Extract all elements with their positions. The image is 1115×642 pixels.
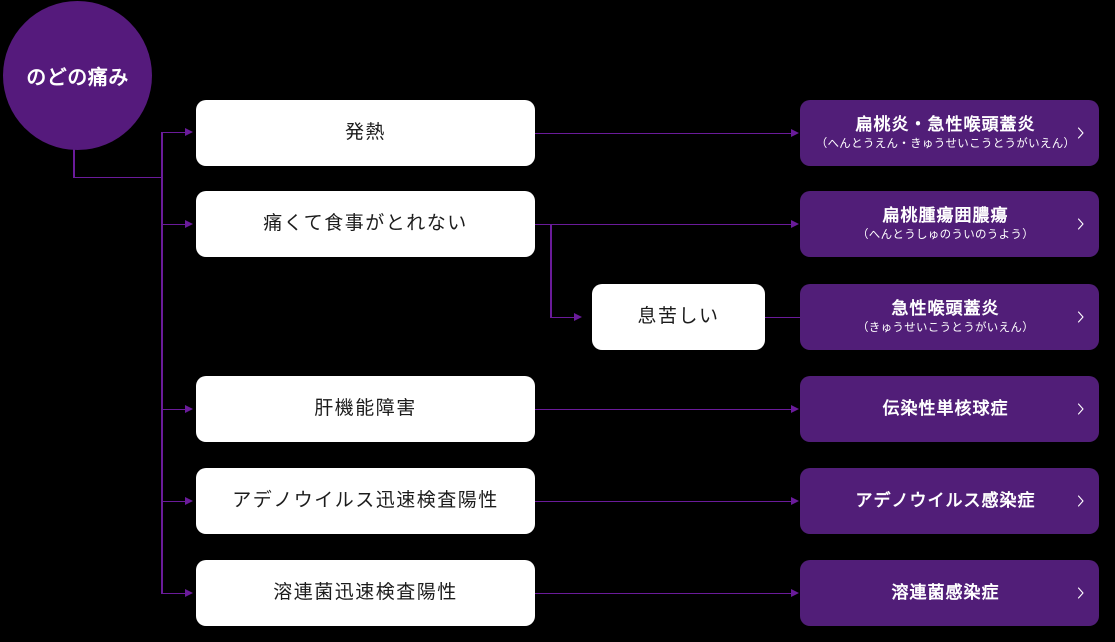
connector-breath-to-dx3 [765, 316, 801, 319]
connector-strep-to-dx6 [535, 592, 792, 595]
connector-eating-branch-vertical [550, 224, 552, 317]
symptom-label: 痛くて食事がとれない [263, 212, 468, 234]
chevron-right-icon [1076, 586, 1086, 600]
arrowhead-strep-to-dx6 [791, 588, 799, 597]
diagnosis-box-peritonsillar-abscess[interactable]: 扁桃腫瘍囲膿瘍 （へんとうしゅのういのうよう） [800, 191, 1099, 257]
diagnosis-reading: （へんとうしゅのういのうよう） [857, 229, 1034, 242]
diagnosis-reading: （へんとうえん・きゅうせいこうとうがいえん） [815, 138, 1076, 151]
connector-fever-to-dx1 [535, 132, 792, 135]
connector-root-stem-vertical [73, 149, 75, 178]
symptom-label: アデノウイルス迅速検査陽性 [232, 489, 499, 511]
diagnosis-reading: （きゅうせいこうとうがいえん） [857, 322, 1034, 335]
diagnosis-box-adenovirus-infection[interactable]: アデノウイルス感染症 [800, 468, 1099, 534]
diagnosis-title: 溶連菌感染症 [891, 583, 1000, 603]
chevron-right-icon [1076, 494, 1086, 508]
connector-eating-branch-to-breath [550, 316, 574, 319]
connector-root-stem-horizontal [73, 176, 162, 179]
connector-trunk-to-strep [161, 592, 185, 595]
diagnosis-box-tonsillitis-acute-epiglottitis[interactable]: 扁桃炎・急性喉頭蓋炎 （へんとうえん・きゅうせいこうとうがいえん） [800, 100, 1099, 166]
chevron-right-icon [1076, 402, 1086, 416]
connector-trunk-to-fever [161, 131, 185, 134]
symptom-label: 発熱 [344, 121, 386, 143]
connector-eating-to-dx2 [535, 223, 792, 226]
symptom-box-fever[interactable]: 発熱 [196, 100, 535, 166]
symptom-box-liver-dysfunction[interactable]: 肝機能障害 [196, 376, 535, 442]
arrowhead-adeno-to-dx5 [791, 496, 799, 505]
root-node-label: のどの痛み [26, 67, 129, 89]
symptom-label: 息苦しい [637, 305, 720, 327]
connector-trunk-to-eating [161, 223, 185, 226]
arrowhead-trunk-to-liver [185, 404, 193, 413]
diagnosis-title: 伝染性単核球症 [882, 399, 1009, 419]
root-node-sore-throat[interactable]: のどの痛み [3, 1, 152, 150]
connector-adeno-to-dx5 [535, 500, 792, 503]
arrowhead-branch-to-breath [574, 312, 582, 321]
connector-liver-to-dx4 [535, 408, 792, 411]
connector-main-trunk [161, 132, 163, 594]
chevron-right-icon [1076, 217, 1086, 231]
arrowhead-trunk-to-fever [185, 127, 193, 136]
symptom-label: 肝機能障害 [314, 397, 417, 419]
symptom-label: 溶連菌迅速検査陽性 [273, 581, 458, 603]
diagnosis-box-streptococcal-infection[interactable]: 溶連菌感染症 [800, 560, 1099, 626]
chevron-right-icon [1076, 126, 1086, 140]
chevron-right-icon [1076, 310, 1086, 324]
arrowhead-fever-to-dx1 [791, 128, 799, 137]
arrowhead-trunk-to-strep [185, 588, 193, 597]
arrowhead-liver-to-dx4 [791, 404, 799, 413]
diagnosis-title: 急性喉頭蓋炎 [891, 298, 1000, 318]
diagnosis-title: 扁桃腫瘍囲膿瘍 [882, 205, 1009, 225]
arrowhead-trunk-to-eating [185, 219, 193, 228]
symptom-box-strep-test-positive[interactable]: 溶連菌迅速検査陽性 [196, 560, 535, 626]
arrowhead-trunk-to-adeno [185, 496, 193, 505]
connector-trunk-to-adeno [161, 500, 185, 503]
symptom-box-cannot-eat[interactable]: 痛くて食事がとれない [196, 191, 535, 257]
diagnosis-title: アデノウイルス感染症 [855, 491, 1036, 511]
diagnosis-title: 扁桃炎・急性喉頭蓋炎 [855, 114, 1036, 134]
diagnosis-box-acute-epiglottitis[interactable]: 急性喉頭蓋炎 （きゅうせいこうとうがいえん） [800, 284, 1099, 350]
symptom-box-breathing-difficulty[interactable]: 息苦しい [592, 284, 765, 350]
arrowhead-eating-to-dx2 [791, 219, 799, 228]
symptom-box-adenovirus-test-positive[interactable]: アデノウイルス迅速検査陽性 [196, 468, 535, 534]
diagnosis-box-infectious-mononucleosis[interactable]: 伝染性単核球症 [800, 376, 1099, 442]
connector-trunk-to-liver [161, 408, 185, 411]
